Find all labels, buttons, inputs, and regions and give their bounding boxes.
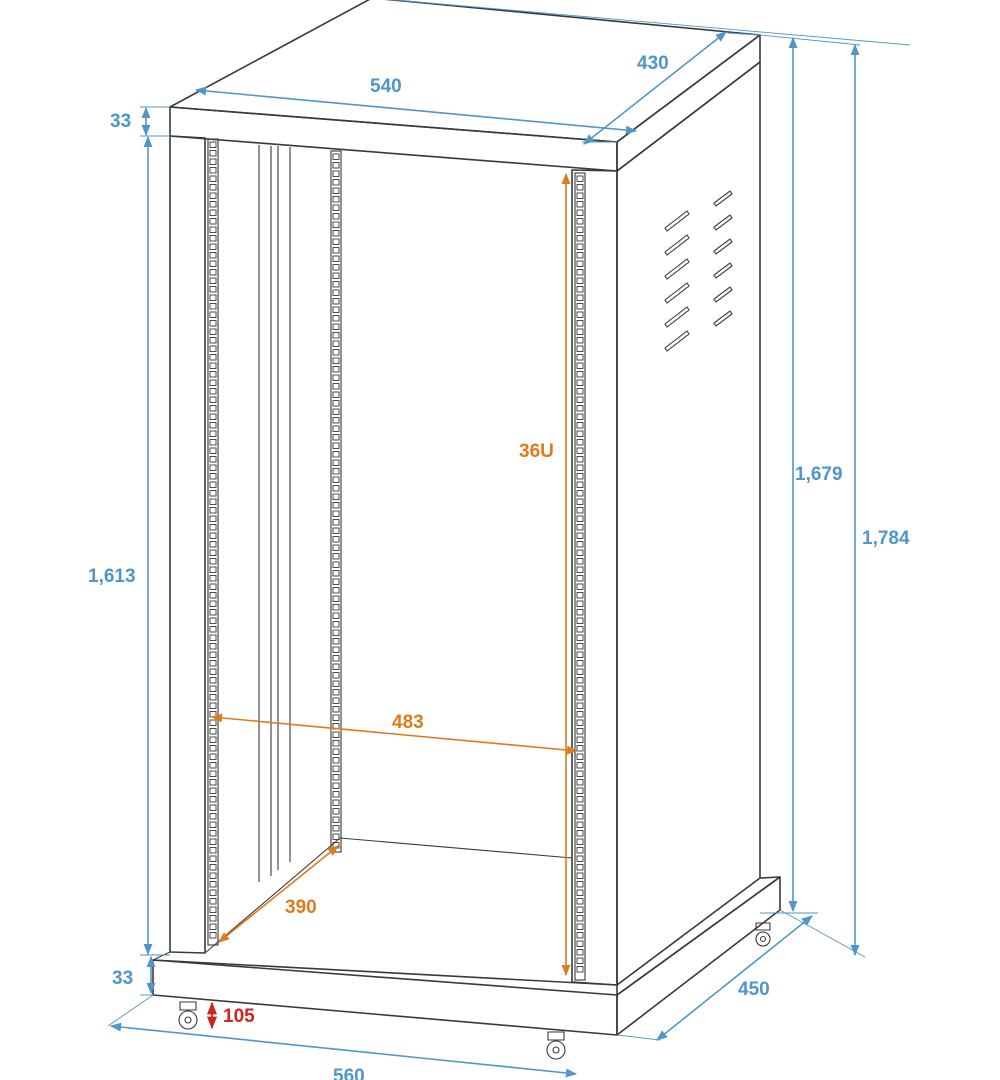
dim-line-540	[194, 86, 638, 135]
vent-slot-icon	[664, 234, 690, 256]
vent-slot-icon	[664, 330, 690, 352]
label-rail-depth: 390	[285, 897, 317, 918]
label-base-width: 560	[333, 1066, 365, 1080]
cabinet-outline	[152, 0, 781, 1036]
top-front-face	[169, 106, 618, 172]
label-side-height: 1,679	[795, 464, 843, 485]
vent-slot-icon	[664, 306, 690, 328]
label-caster-height: 105	[223, 1006, 255, 1027]
rack-rails	[207, 138, 586, 981]
label-rack-units: 36U	[519, 441, 554, 462]
label-inner-height: 1,613	[88, 566, 136, 587]
dim-line-450	[656, 915, 813, 1041]
vent-slot-icon	[713, 286, 733, 303]
side-vents	[664, 190, 733, 352]
rail-front-right	[574, 172, 586, 981]
vent-slot-icon	[713, 238, 733, 255]
vent-slot-icon	[713, 214, 733, 231]
dim-line-390	[218, 845, 339, 943]
base-top	[152, 876, 781, 996]
vent-slot-icon	[713, 262, 733, 279]
vent-slot-icon	[713, 310, 733, 327]
dim-line-560	[109, 1022, 578, 1078]
label-top-depth: 430	[637, 53, 669, 74]
left-front-post	[169, 135, 206, 954]
vent-slot-icon	[664, 210, 690, 232]
extension-lines	[107, 0, 911, 1041]
dim-line-483	[210, 713, 579, 755]
rail-front-left	[207, 138, 219, 946]
base-side-face	[616, 876, 781, 1036]
caster-wheel-icon	[546, 1031, 566, 1060]
label-top-width: 540	[370, 76, 402, 97]
dim-line-430	[583, 31, 727, 145]
rail-rear-left	[330, 150, 342, 853]
label-top-thickness: 33	[110, 111, 131, 132]
label-base-depth: 450	[738, 979, 770, 1000]
caster-wheel-icon	[178, 1001, 198, 1030]
right-side-panel	[616, 61, 761, 986]
top-panel	[169, 0, 761, 143]
label-base-thickness: 33	[112, 968, 133, 989]
label-rail-width: 483	[392, 712, 424, 733]
vent-slot-icon	[664, 282, 690, 304]
vent-slot-icon	[664, 258, 690, 280]
vent-slot-icon	[713, 190, 733, 207]
label-total-height: 1,784	[862, 528, 910, 549]
casters	[178, 922, 771, 1060]
